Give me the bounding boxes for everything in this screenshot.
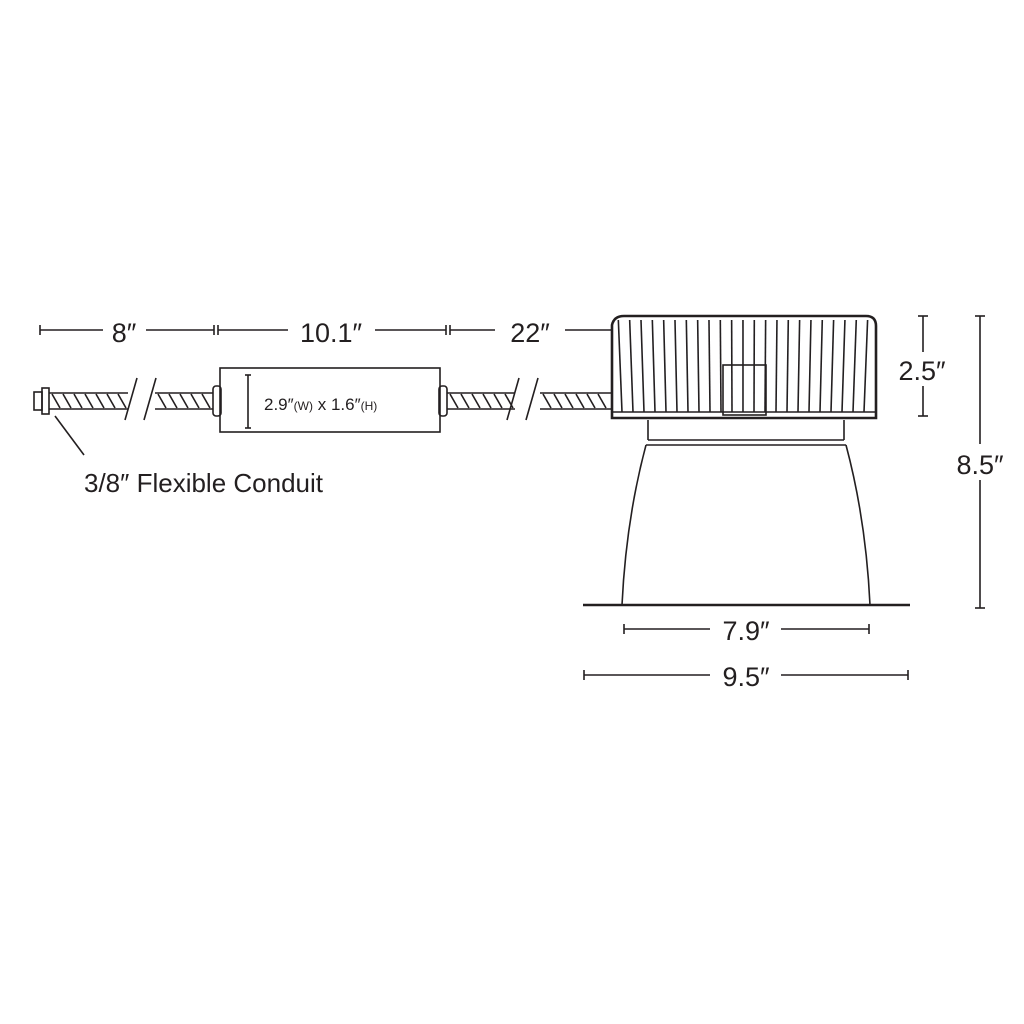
junction-box — [219, 367, 441, 433]
conduit-hatch — [597, 393, 607, 409]
heat-sink-fin — [674, 319, 678, 413]
dimension-label-8-5: 8.5″ — [956, 450, 1004, 480]
heat-sink-fin — [819, 319, 824, 413]
heat-sink-fin — [775, 319, 778, 413]
housing-height-dimension-line — [918, 315, 928, 417]
conduit-hatch — [95, 393, 105, 409]
heat-sink-fin — [628, 319, 634, 413]
conduit-hatch — [542, 393, 552, 409]
conduit-hatch — [575, 393, 585, 409]
conduit-hatch — [51, 393, 61, 409]
heat-sink-fin — [841, 319, 846, 413]
heat-sink-fin — [708, 319, 711, 413]
dimension-label-8: 8″ — [112, 318, 137, 348]
conduit-hatch — [471, 393, 481, 409]
conduit-hatch — [84, 393, 94, 409]
heat-sink-fin — [662, 319, 667, 413]
heat-sink-fin — [797, 319, 801, 413]
conduit-hatch — [73, 393, 83, 409]
conduit-hatch — [449, 393, 459, 409]
overall-height-dimension-line — [975, 315, 985, 609]
conduit-hatch — [157, 393, 167, 409]
flange-dimension-line — [583, 670, 909, 680]
heat-sink-fin — [696, 319, 700, 413]
conduit-hatch — [493, 393, 503, 409]
conduit-hatch — [460, 393, 470, 409]
dimension-label-10-1: 10.1″ — [300, 318, 363, 348]
junction-box-size-label: 2.9″(W) x 1.6″(H) — [264, 395, 377, 414]
conduit-hatch — [586, 393, 596, 409]
conduit-hatch — [179, 393, 189, 409]
conduit-hatch — [564, 393, 574, 409]
heat-sink-fin — [808, 319, 812, 413]
heat-sink-fin — [651, 319, 656, 413]
heat-sink-fin — [685, 319, 689, 413]
conduit-hatch — [117, 393, 127, 409]
heat-sink-fin — [830, 319, 835, 413]
heat-sink-fin — [640, 319, 645, 413]
conduit-hatch — [201, 393, 211, 409]
heat-sink-housing — [610, 314, 878, 420]
heat-sink-fin — [852, 319, 858, 413]
conduit-hatch — [190, 393, 200, 409]
housing-collar — [646, 420, 846, 446]
heat-sink-fin — [786, 319, 790, 413]
dimension-label-7-9: 7.9″ — [722, 616, 770, 646]
heat-sink-fin — [863, 319, 869, 413]
reflector-cone — [621, 444, 871, 606]
dimension-label-22: 22″ — [510, 318, 550, 348]
conduit-hatch — [482, 393, 492, 409]
dimension-label-2-5: 2.5″ — [898, 356, 946, 386]
aperture-dimension-line — [623, 624, 870, 634]
conduit-callout-label: 3/8″ Flexible Conduit — [84, 468, 324, 498]
flexible-conduit — [33, 377, 612, 421]
heat-sink-fin — [719, 319, 722, 413]
conduit-hatch — [168, 393, 178, 409]
conduit-hatch — [553, 393, 563, 409]
heat-sink-fin — [617, 319, 623, 413]
callout-leader-line — [54, 415, 85, 456]
conduit-hatch — [106, 393, 116, 409]
conduit-hatch — [62, 393, 72, 409]
dimension-label-9-5: 9.5″ — [722, 662, 770, 692]
conduit-hatch — [504, 393, 514, 409]
